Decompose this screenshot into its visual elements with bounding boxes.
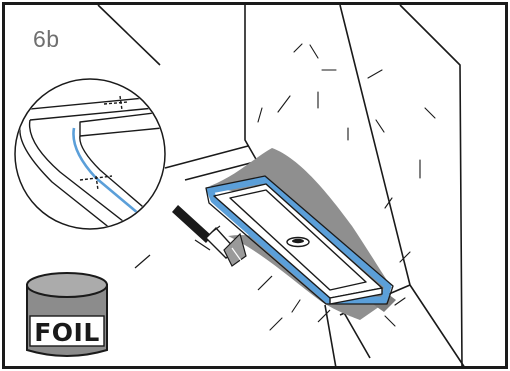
sealant-line [206, 176, 392, 304]
surface-texture [257, 43, 436, 331]
product-label: FOIL [34, 318, 100, 347]
brush-icon [172, 205, 247, 267]
sealant-outline [205, 175, 394, 305]
floor-seams [134, 239, 331, 323]
step-label: 6b [33, 26, 60, 52]
paint-can-icon [26, 272, 108, 357]
shower-drain-icon [213, 183, 383, 305]
